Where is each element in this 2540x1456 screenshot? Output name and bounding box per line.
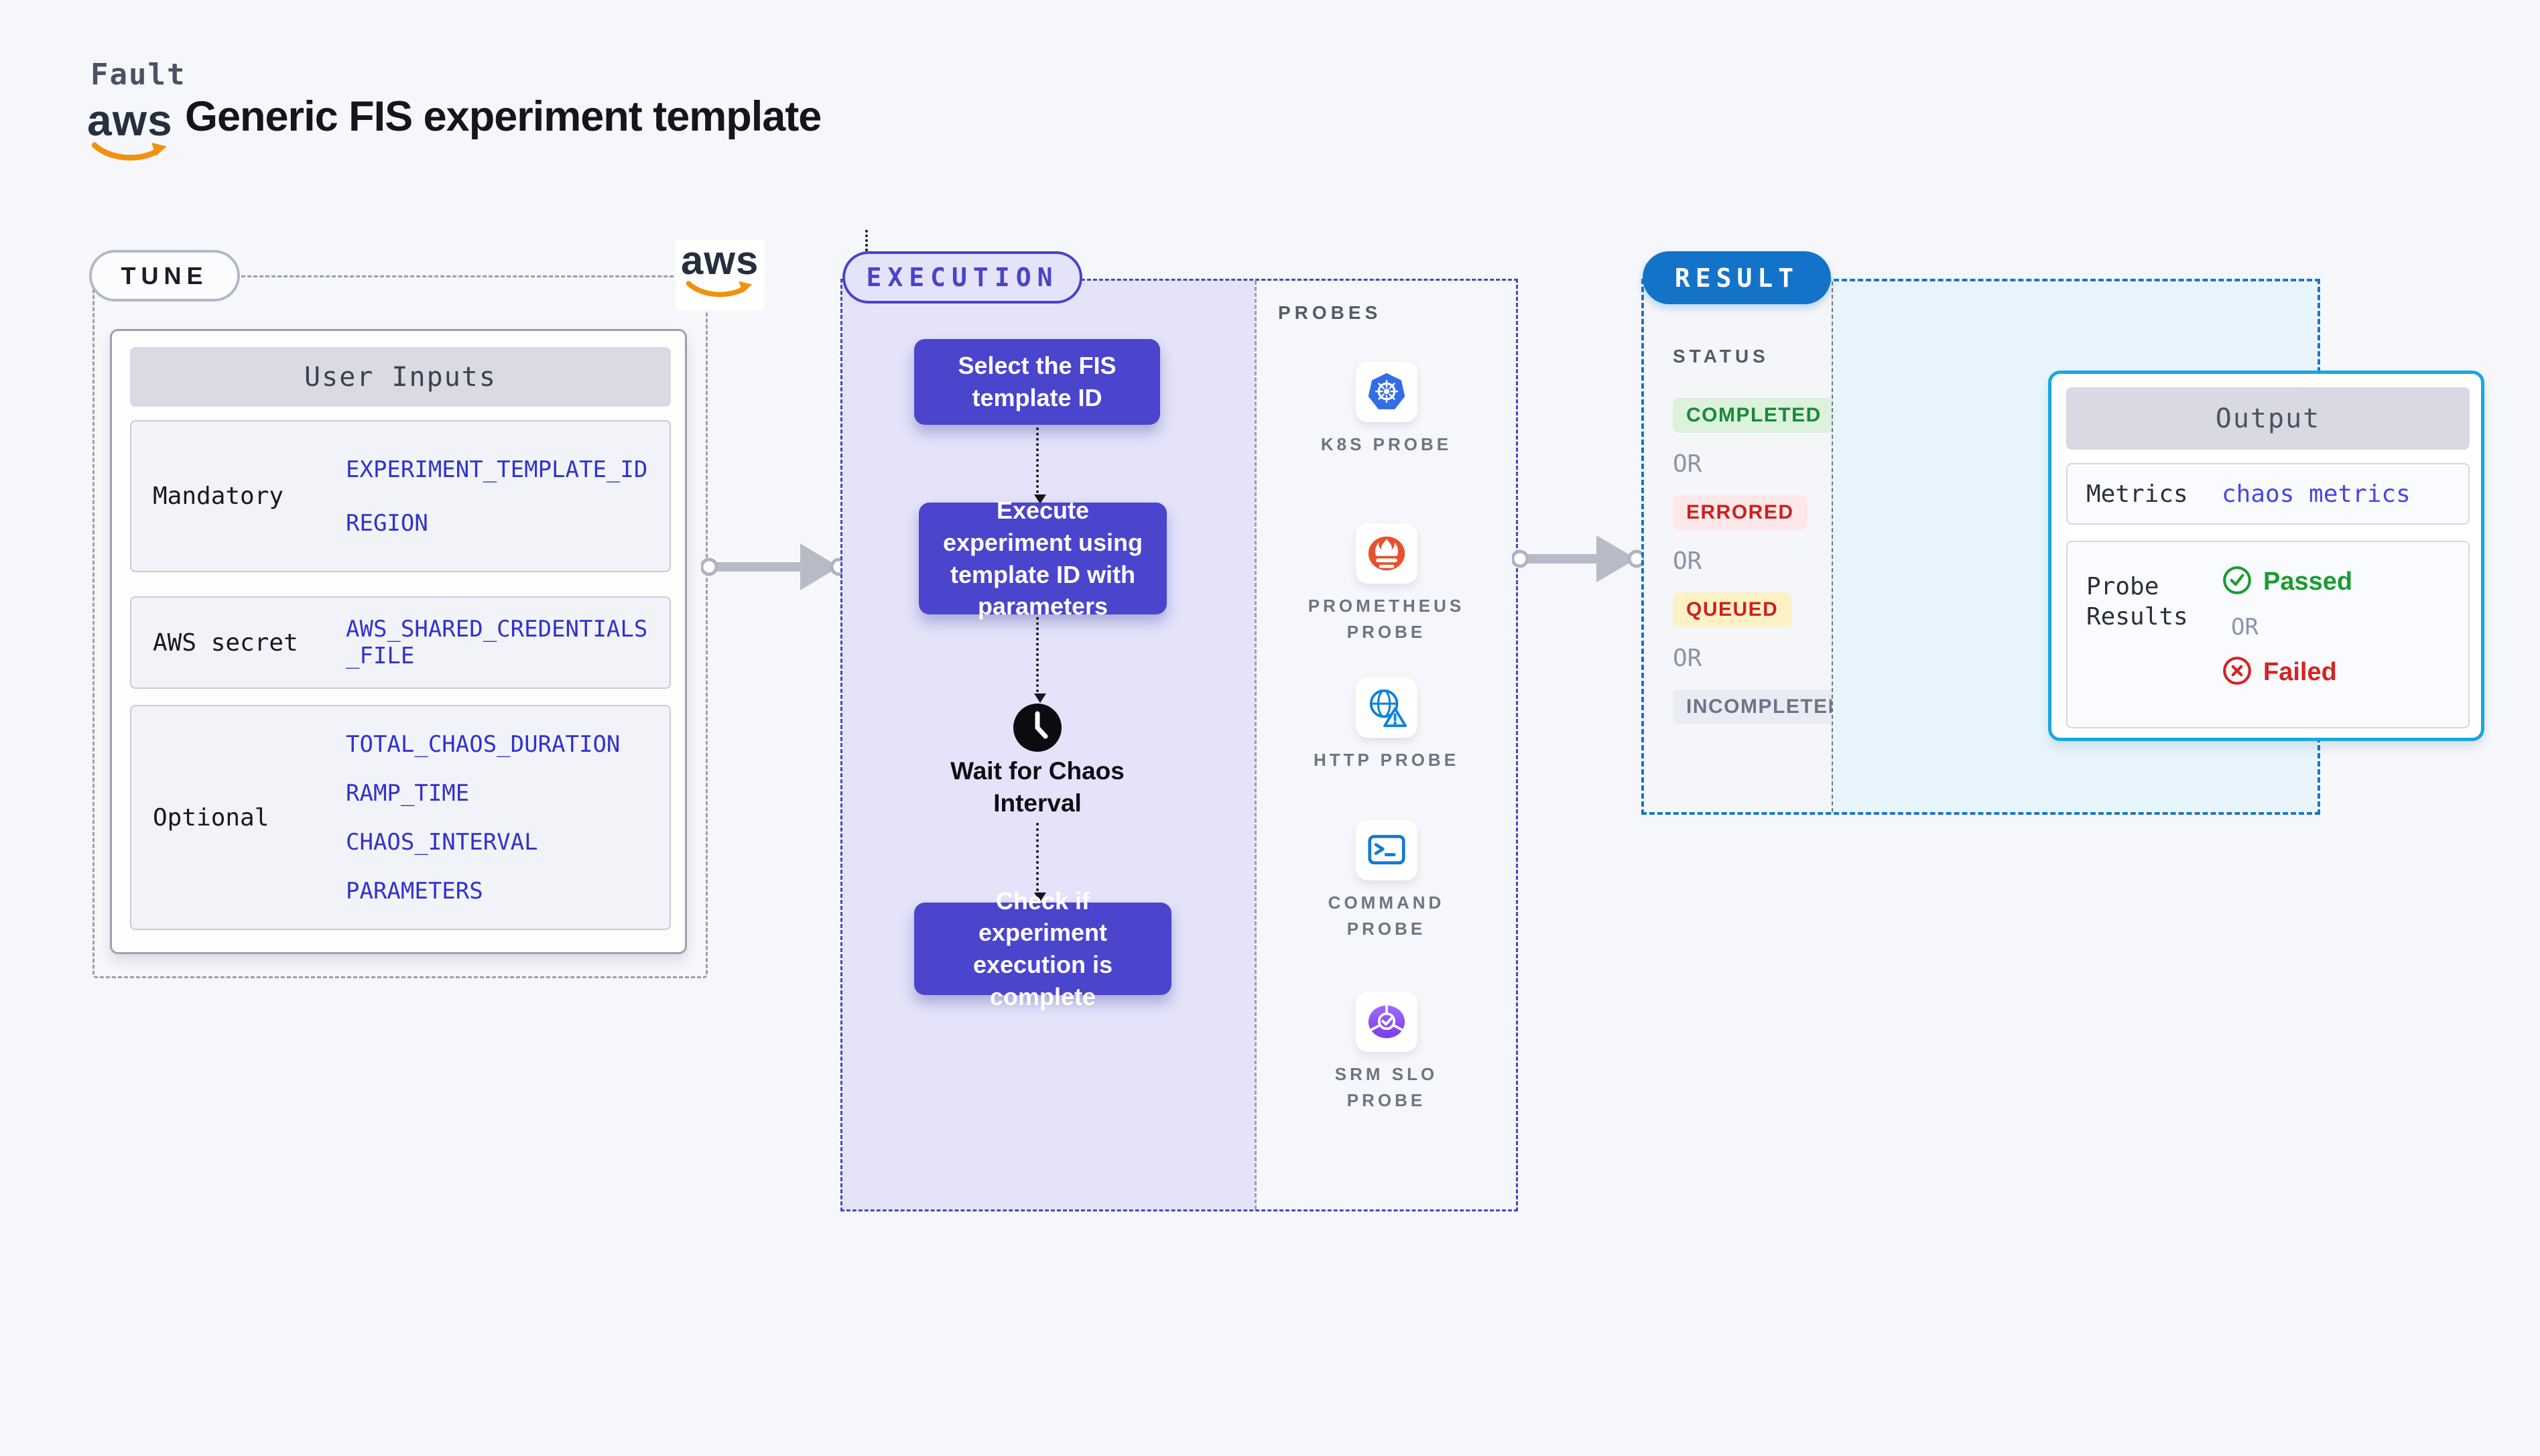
aws-logo-text: aws [87, 95, 173, 145]
input-variable: TOTAL_CHAOS_DURATION [346, 730, 621, 758]
probe-item-srm-slo: SRM SLO PROBE [1299, 992, 1474, 1114]
probes-title: PROBES [1278, 302, 1382, 323]
flow-step-label: Execute experiment using template ID wit… [942, 497, 1143, 620]
flow-arrow-down [1034, 427, 1046, 504]
probe-item-http: HTTP PROBE [1299, 677, 1474, 773]
flow-step-execute-experiment: Execute experiment using template ID wit… [919, 483, 1178, 620]
flow-step-select-template: Select the FIS template ID [914, 320, 1171, 425]
row-label: Optional [153, 803, 269, 832]
flow-step-label: Check if experiment execution is complet… [972, 886, 1113, 1010]
result-container: STATUS COMPLETED OR ERRORED OR QUEUED OR… [1641, 279, 2484, 815]
input-variable: AWS_SHARED_CREDENTIALS_FILE [346, 616, 648, 669]
page-title: Generic FIS experiment template [185, 93, 822, 140]
probe-results-row: Probe Results Passed OR [2066, 541, 2470, 728]
execution-to-result-arrow [1511, 527, 1646, 594]
circle-x-icon [2222, 655, 2252, 689]
passed-line: Passed [2222, 565, 2468, 599]
tune-to-execution-arrow [700, 535, 848, 602]
row-label: Mandatory [153, 482, 284, 510]
optional-row: Optional TOTAL_CHAOS_DURATION RAMP_TIME … [130, 705, 671, 930]
probe-label: COMMAND PROBE [1328, 892, 1445, 939]
user-inputs-title: User Inputs [130, 347, 671, 407]
row-label: AWS secret [153, 628, 298, 657]
wait-chaos-interval-label: Wait for Chaos Interval [950, 757, 1125, 817]
output-card: Output Metrics chaos metrics Probe Resul… [2048, 371, 2484, 741]
probe-item-prometheus: PROMETHEUS PROBE [1299, 523, 1474, 645]
aws-logo-text: aws [681, 238, 759, 283]
probe-label: PROMETHEUS PROBE [1308, 596, 1465, 642]
row-values: AWS_SHARED_CREDENTIALS_FILE [332, 598, 670, 687]
probe-results-label: Probe Results [2086, 573, 2188, 631]
probe-item-command: COMMAND PROBE [1299, 820, 1474, 942]
chaos-metrics-link[interactable]: chaos metrics [2222, 480, 2411, 508]
aws-smile-icon [90, 140, 170, 168]
input-variable: REGION [346, 509, 428, 537]
aws-logo: aws [87, 95, 173, 168]
failed-label: Failed [2263, 658, 2337, 686]
row-values: TOTAL_CHAOS_DURATION RAMP_TIME CHAOS_INT… [332, 706, 670, 929]
circle-check-icon [2222, 565, 2252, 599]
result-badge: RESULT [1643, 251, 1831, 304]
failed-line: Failed [2222, 655, 2468, 689]
or-label: OR [1673, 450, 1702, 478]
or-label: OR [2231, 614, 2259, 641]
probe-item-k8s: K8S PROBE [1299, 362, 1474, 458]
aws-logo-small: aws [676, 238, 765, 310]
flow-arrow-down [1034, 617, 1046, 703]
metrics-label: Metrics [2086, 480, 2188, 508]
passed-label: Passed [2263, 568, 2353, 596]
status-badge-completed: COMPLETED [1673, 398, 1835, 433]
execution-flow-panel: Select the FIS template ID Execute exper… [842, 281, 1255, 1209]
brand-label: Fault [90, 58, 186, 92]
status-badge-incompleted: INCOMPLETED [1673, 689, 1857, 724]
aws-smile-icon [685, 279, 755, 304]
row-values: EXPERIMENT_TEMPLATE_ID REGION [332, 421, 670, 571]
input-variable: CHAOS_INTERVAL [346, 828, 538, 856]
status-title: STATUS [1673, 346, 1769, 367]
status-column: STATUS COMPLETED OR ERRORED OR QUEUED OR… [1644, 281, 1857, 812]
or-label: OR [1673, 645, 1702, 672]
user-inputs-card: User Inputs Mandatory EXPERIMENT_TEMPLAT… [110, 329, 687, 954]
input-variable: EXPERIMENT_TEMPLATE_ID [346, 456, 648, 483]
slo-pie-check-icon [1355, 992, 1417, 1052]
probe-label: HTTP PROBE [1313, 750, 1460, 770]
status-badge-queued: QUEUED [1673, 592, 1792, 627]
probe-results-values: Passed OR Failed [2222, 542, 2468, 727]
execution-badge: EXECUTION [842, 251, 1082, 304]
probe-label: K8S PROBE [1320, 434, 1452, 454]
or-label: OR [1673, 547, 1702, 575]
output-title: Output [2066, 387, 2470, 450]
clock-icon [1013, 703, 1062, 756]
prometheus-icon [1355, 523, 1417, 584]
probes-panel: PROBES K8S PROBE [1255, 281, 1516, 1209]
aws-secret-row: AWS secret AWS_SHARED_CREDENTIALS_FILE [130, 596, 671, 689]
flow-arrow-down [1034, 823, 1046, 902]
flow-step-check-complete: Check if experiment execution is complet… [914, 883, 1183, 1010]
execution-container: Select the FIS template ID Execute exper… [840, 279, 1518, 1211]
flow-step-label: Select the FIS template ID [958, 352, 1117, 411]
status-badge-errored: ERRORED [1673, 495, 1807, 530]
probe-label: SRM SLO PROBE [1334, 1064, 1438, 1110]
metrics-row: Metrics chaos metrics [2066, 463, 2470, 525]
terminal-icon [1355, 820, 1417, 880]
input-variable: RAMP_TIME [346, 779, 470, 807]
kubernetes-icon [1355, 362, 1417, 422]
execution-connector-line [865, 230, 868, 251]
input-variable: PARAMETERS [346, 877, 483, 905]
mandatory-row: Mandatory EXPERIMENT_TEMPLATE_ID REGION [130, 420, 671, 572]
globe-warning-icon [1355, 677, 1417, 738]
tune-badge: TUNE [89, 250, 240, 302]
output-area: Output Metrics chaos metrics Probe Resul… [1832, 281, 2484, 812]
tune-panel [92, 275, 708, 978]
